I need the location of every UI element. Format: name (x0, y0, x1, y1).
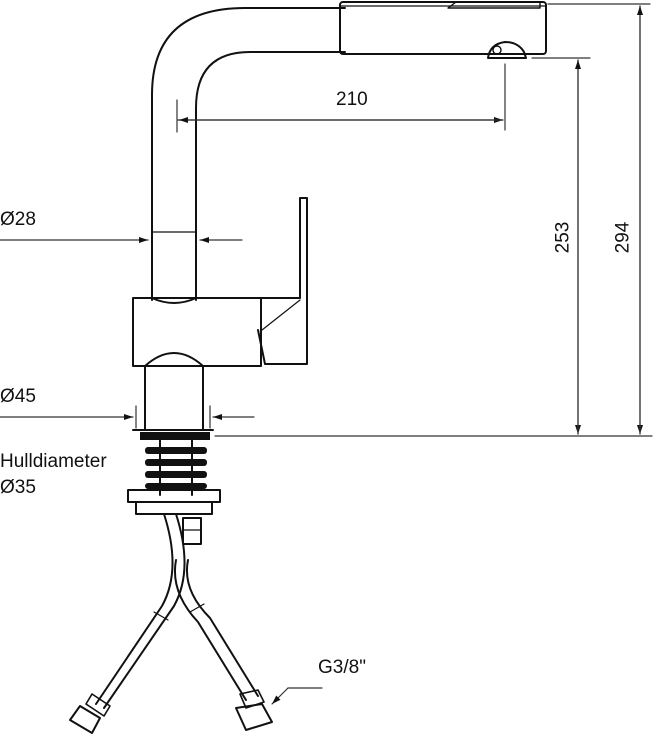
mounting-nut-rings (145, 447, 207, 489)
mounting-washer (140, 432, 210, 440)
body-upper-curve (151, 297, 197, 304)
mounting-plate (127, 489, 221, 503)
base-column (144, 365, 204, 431)
supply-hose-left (69, 513, 186, 734)
hose-connection-label: G3/8" (318, 657, 366, 678)
lever-inner-line (261, 299, 301, 331)
reach-dimension-label: 210 (336, 89, 368, 110)
spout-diameter-label: Ø28 (0, 209, 36, 230)
spout-outer-contour (151, 7, 346, 301)
mounting-bracket (135, 501, 213, 515)
faucet-body (132, 297, 262, 367)
dimension-reach (176, 63, 506, 133)
dimension-total-height (214, 3, 653, 437)
leader-hose-connection (271, 687, 323, 705)
supply-hose-right (174, 559, 273, 731)
total-height-dimension-label: 294 (612, 221, 634, 254)
dimension-spout-height (531, 57, 591, 435)
body-lower-curve (144, 352, 204, 367)
spray-head (339, 1, 547, 55)
hole-diameter-value: Ø35 (0, 477, 36, 498)
diverter-fitting (182, 517, 202, 545)
spray-head-button (447, 1, 541, 9)
dimension-body-diameter (0, 405, 255, 429)
lever-handle (257, 197, 308, 365)
spout-height-dimension-label: 253 (552, 221, 574, 254)
spray-nozzle (487, 41, 527, 59)
body-diameter-label: Ø45 (0, 386, 36, 407)
nozzle-outlet (492, 45, 502, 55)
spout-inner-contour (195, 51, 346, 301)
hole-diameter-title: Hulldiameter (0, 451, 107, 472)
